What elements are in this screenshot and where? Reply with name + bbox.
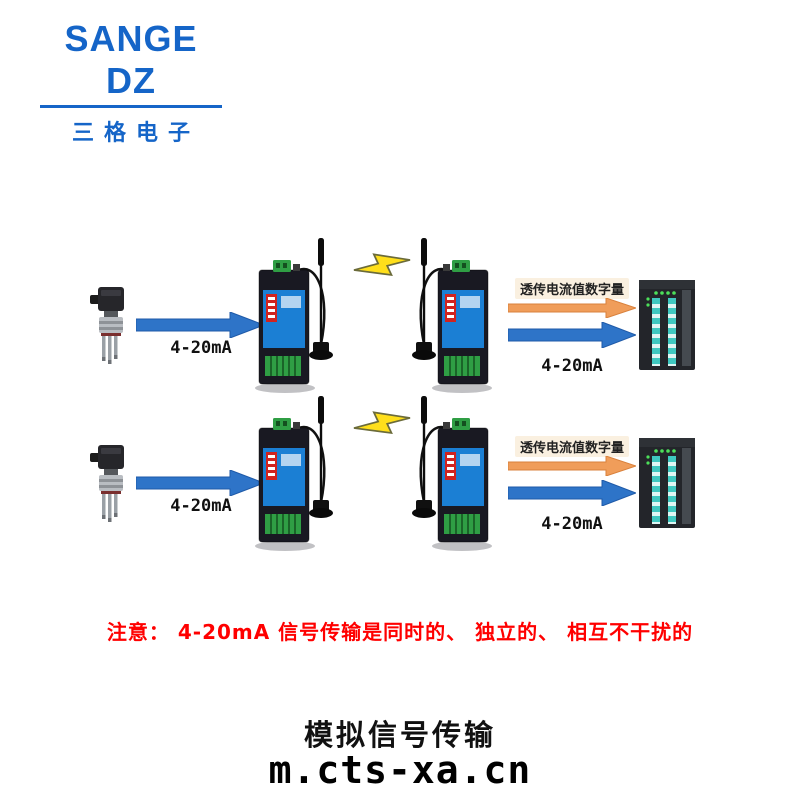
passthrough-label: 透传电流值数字量 — [514, 278, 629, 299]
logo-subtitle: 三格电子 — [71, 121, 200, 146]
output-signal-arrow — [508, 322, 636, 348]
wireless-dtu-receiver — [412, 238, 492, 393]
passthrough-arrow — [508, 456, 636, 476]
footer-caption: 模拟信号传输 — [303, 718, 496, 752]
wireless-dtu-transmitter — [255, 238, 333, 393]
output-signal-arrow — [508, 480, 636, 506]
input-signal-arrow — [136, 470, 264, 496]
wireless-dtu-transmitter — [255, 396, 333, 551]
wireless-dtu-receiver — [412, 396, 492, 551]
passthrough-label-wrap: 透传电流值数字量 — [496, 436, 648, 457]
passthrough-label: 透传电流值数字量 — [514, 436, 629, 457]
logo-title: SANGE DZ — [40, 18, 222, 108]
passthrough-arrow — [508, 298, 636, 318]
plc-device — [639, 280, 695, 370]
plc-device — [639, 438, 695, 528]
pressure-sensor — [90, 445, 124, 522]
logo: SANGE DZ 三格电子 — [40, 18, 222, 147]
transmission-row-1: 4-20mA — [0, 238, 800, 406]
lightning-icon — [353, 411, 411, 435]
transmission-row-2: 4-20mA — [0, 396, 800, 564]
input-signal-arrow — [136, 312, 264, 338]
passthrough-label-wrap: 透传电流值数字量 — [496, 278, 648, 299]
pressure-sensor — [90, 287, 124, 364]
output-signal-label: 4-20mA — [541, 356, 603, 376]
note-text: 注意： 4-20mA 信号传输是同时的、 独立的、 相互不干扰的 — [106, 620, 694, 644]
footer-domain: m.cts-xa.cn — [268, 748, 532, 792]
input-signal-label: 4-20mA — [170, 496, 232, 516]
input-signal-label: 4-20mA — [170, 338, 232, 358]
output-signal-label: 4-20mA — [541, 514, 603, 534]
lightning-icon — [353, 253, 411, 277]
